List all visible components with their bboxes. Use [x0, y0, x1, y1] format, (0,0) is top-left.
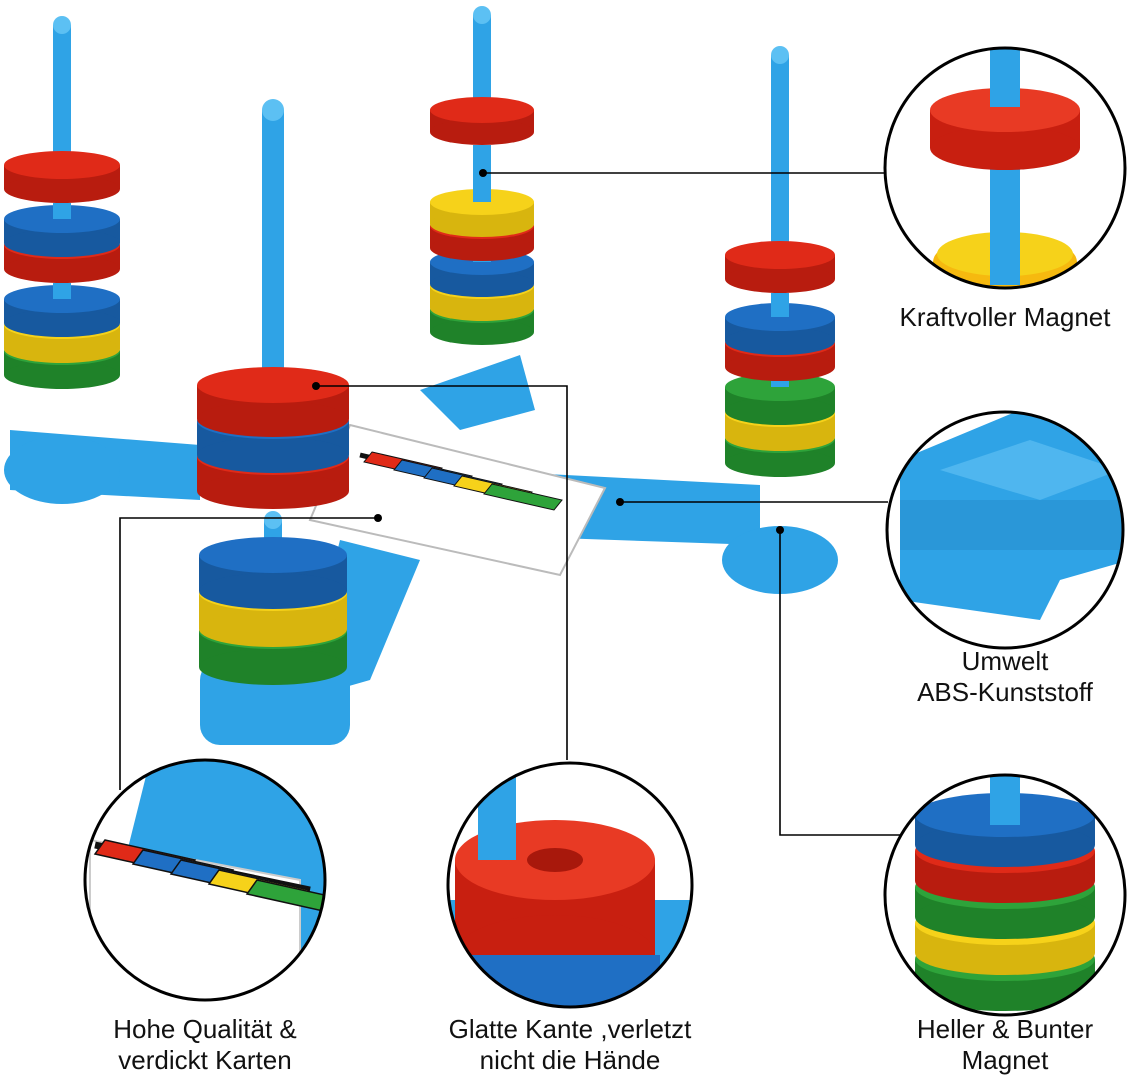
card-bar-green-4: [483, 483, 563, 511]
label-bright-magnet: Heller & Bunter Magnet: [916, 1014, 1094, 1075]
callout-line-edge: [316, 385, 568, 760]
base-arm-back: [420, 355, 535, 430]
ring-right-0: [725, 241, 835, 293]
rod-front_center_upper: [262, 99, 284, 389]
rod-gap-back_left-2: [53, 283, 71, 299]
plastic-base: [4, 355, 838, 745]
callout-lines: [119, 172, 900, 836]
rod-gap-back_center-2: [473, 261, 491, 262]
rod-right: [771, 46, 789, 259]
rod-gap-right-0: [771, 293, 789, 317]
callout-line-quality: [119, 517, 378, 790]
rod-gap-back_left-0: [53, 203, 71, 219]
callout-dots: [312, 169, 784, 534]
ring-back_left-3: [4, 285, 120, 337]
label-smooth-edge: Glatte Kante ,verletzt nicht die Hände: [448, 1014, 692, 1075]
rod-back_center: [473, 6, 491, 114]
callout-line-bright: [779, 530, 900, 836]
zoom-circle-magnet: [883, 46, 1127, 290]
base-foot-left: [4, 436, 120, 504]
label-powerful-magnet: Kraftvoller Magnet: [899, 302, 1111, 332]
ring-back_left-0: [4, 151, 120, 203]
ring-front_center_upper-0: [197, 367, 349, 437]
ring-back_left-1: [4, 205, 120, 257]
ring-front_center_lower-0: [199, 537, 347, 609]
pattern-card: [308, 423, 607, 577]
rod-back_left: [53, 16, 71, 169]
ring-stacks: [4, 6, 835, 685]
label-abs-plastic: Umwelt ABS-Kunststoff: [917, 646, 1093, 707]
rod-gap-right-2: [771, 381, 789, 387]
zoom-circle-card: [83, 758, 327, 1002]
zoom-circle-bright: [883, 773, 1127, 1017]
label-thick-cards: Hohe Qualität & verdickt Karten: [113, 1014, 297, 1075]
zoom-circle-edge: [446, 761, 694, 1009]
zoom-circle-abs: [885, 410, 1125, 650]
ring-back_center-0: [430, 97, 534, 145]
